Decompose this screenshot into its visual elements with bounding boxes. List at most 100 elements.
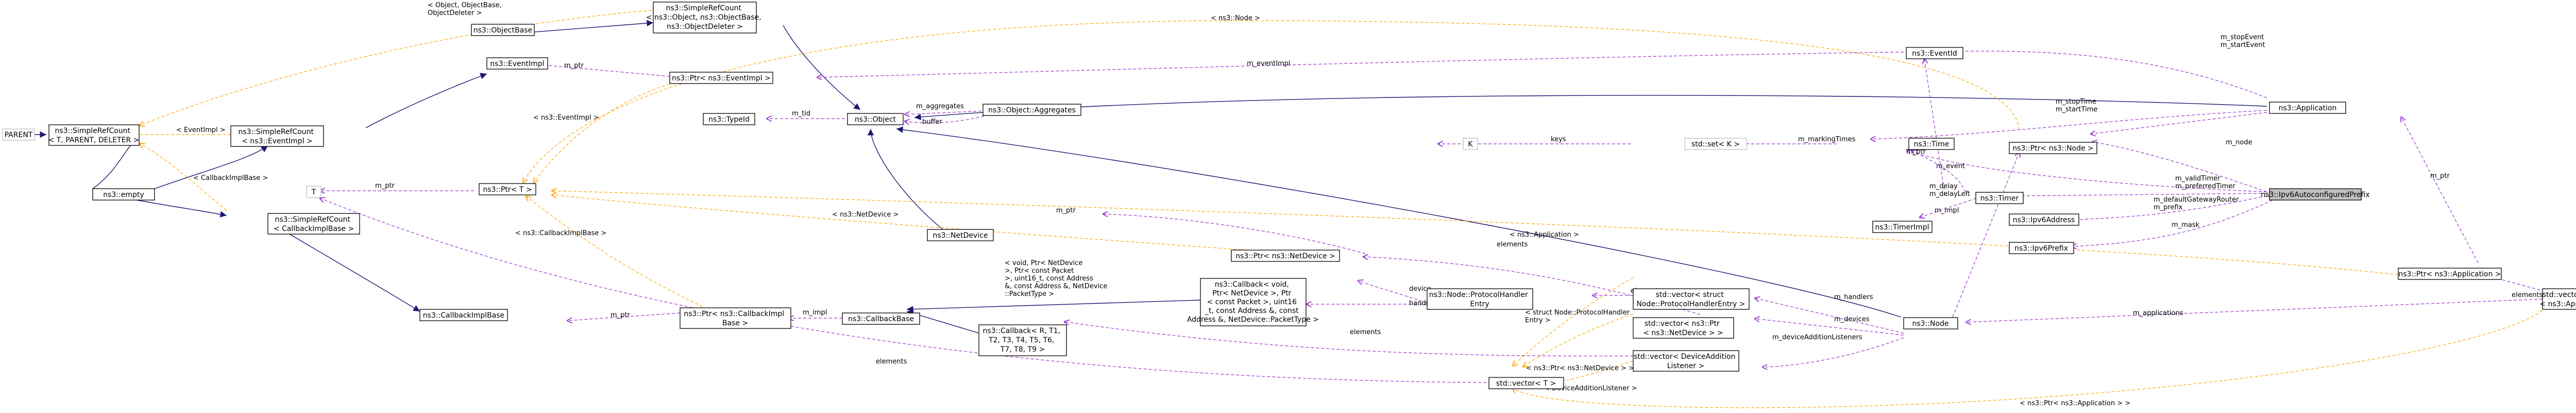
edge-label-m-event: m_event <box>1936 162 1965 170</box>
edge-label-cbimpl-arg: < CallbackImplBase > <box>193 174 268 182</box>
node-ptr-netdevice[interactable]: ns3::Ptr< ns3::NetDevice > <box>1231 250 1340 262</box>
edge-inherit-object-netdevice <box>867 128 943 230</box>
node-simplerefcount-callback[interactable]: ns3::SimpleRefCount < CallbackImplBase > <box>267 213 360 235</box>
node-vector-t[interactable]: std::vector< T > <box>1488 377 1564 389</box>
edge-use-object-aggregates <box>904 110 997 114</box>
edge-label-m-stoptime: m_stopTime m_startTime <box>2056 98 2098 113</box>
edge-use-timer-ipv6 <box>2012 193 2267 196</box>
edge-label-cb-ptr: < ns3::CallbackImplBase > <box>515 229 606 237</box>
edge-label-srcobj-arg: < Object, ObjectBase, ObjectDeleter > <box>428 2 504 17</box>
edge-use-callback-veclistener <box>1064 322 1701 357</box>
svg-text:ns3::SimpleRefCount <: ns3::SimpleRefCount < T, PARENT, DELETER… <box>48 127 140 144</box>
edge-inherit-empty-srcev <box>154 145 268 189</box>
node-set-k[interactable]: std::set< K > <box>1684 138 1747 150</box>
node-protocolhandlerentry[interactable]: ns3::Node::ProtocolHandler Entry <box>1427 288 1533 310</box>
node-callback-generic[interactable]: ns3::Callback< R, T1, T2, T3, T4, T5, T6… <box>978 324 1067 356</box>
edge-label-listener-arg: < DeviceAdditionListener > <box>1544 385 1637 392</box>
svg-text:ns3::Ptr< ns3::CallbackImpl: ns3::Ptr< ns3::CallbackImpl Base > <box>684 310 786 327</box>
node-timerimpl[interactable]: ns3::TimerImpl <box>1872 221 1933 233</box>
edge-use-vecnd-node <box>1754 319 1904 336</box>
node-ptr-eventimpl[interactable]: ns3::Ptr< ns3::EventImpl > <box>669 72 773 84</box>
edge-label-elements-T: elements <box>876 358 907 366</box>
edge-use-ptrnd-handler <box>1358 280 1428 304</box>
node-ptr-t[interactable]: ns3::Ptr< T > <box>479 183 536 195</box>
node-t[interactable]: T <box>306 186 321 198</box>
svg-text:ns3::SimpleRefCount <: ns3::SimpleRefCount < ns3::Object, ns3::… <box>646 4 764 31</box>
edge-use-ptrnode-ipv6 <box>2092 142 2267 192</box>
node-time[interactable]: ns3::Time <box>1908 138 1955 150</box>
node-empty[interactable]: ns3::empty <box>92 188 155 201</box>
node-application[interactable]: ns3::Application <box>2269 102 2346 114</box>
node-timer[interactable]: ns3::Timer <box>1975 192 2024 204</box>
node-callbackbase[interactable]: ns3::CallbackBase <box>842 312 920 325</box>
edge-tmpl-ptrev <box>533 84 670 183</box>
node-aggregates[interactable]: ns3::Object::Aggregates <box>982 104 1081 116</box>
node-callback-netdevice[interactable]: ns3::Callback< void, Ptr< NetDevice >, P… <box>1187 278 1319 326</box>
node-vector-deviceadditionlistener[interactable]: std::vector< DeviceAddition Listener > <box>1633 350 1739 372</box>
edge-label-keys: keys <box>1551 136 1566 143</box>
node-node[interactable]: ns3::Node <box>1903 317 1958 329</box>
svg-text:ns3::SimpleRefCount <: ns3::SimpleRefCount < ns3::EventImpl > <box>239 128 316 145</box>
node-ipv6-autoconfigured-prefix[interactable]: ns3::Ipv6AutoconfiguredPrefix <box>2261 188 2370 201</box>
edge-inherit-cbbase-callback1 <box>906 300 1201 312</box>
node-simplerefcount-eventimpl[interactable]: ns3::SimpleRefCount < ns3::EventImpl > <box>230 125 324 147</box>
node-vector-ptr-netdevice[interactable]: std::vector< ns3::Ptr < ns3::NetDevice >… <box>1633 317 1734 339</box>
edge-tmpl-srcobj <box>139 10 652 126</box>
node-ipv6address[interactable]: ns3::Ipv6Address <box>2009 213 2079 226</box>
edge-label-m-impl-timer: m_impl <box>1935 207 1959 214</box>
edge-label-m-listener: m_deviceAdditionListeners <box>1772 334 1862 341</box>
node-typeid[interactable]: ns3::TypeId <box>703 113 755 125</box>
edge-label-nd-arg: < ns3::NetDevice > <box>832 211 899 219</box>
node-ptr-application[interactable]: ns3::Ptr< ns3::Application > <box>2398 268 2502 280</box>
edge-label-elements-listener: elements <box>1350 328 1381 336</box>
svg-text:ns3::empty: ns3::empty <box>103 191 144 199</box>
svg-text:ns3::Node::ProtocolHandler: ns3::Node::ProtocolHandler Entry <box>1429 291 1530 308</box>
edge-use-ptrnode-app <box>2090 112 2267 134</box>
node-simplerefcount-base[interactable]: ns3::SimpleRefCount < T, PARENT, DELETER… <box>48 124 140 146</box>
svg-text:ns3::Object: ns3::Object <box>855 115 896 124</box>
edge-tmpl-ptrcb <box>526 196 722 316</box>
edge-use-ptrev-eventid <box>817 52 1904 77</box>
edge-use-eventid-timer <box>1924 58 1945 195</box>
node-vector-protocolhandlerentry[interactable]: std::vector< struct Node::ProtocolHandle… <box>1633 288 1750 310</box>
node-object[interactable]: ns3::Object <box>847 113 904 125</box>
svg-text:ns3::Ptr< ns3::EventImpl >: ns3::Ptr< ns3::EventImpl > <box>672 74 771 82</box>
edge-use-T-vecT <box>319 198 1497 383</box>
edge-label-m-markingtimes: m_markingTimes <box>1798 136 1856 143</box>
svg-text:std::vector< struct N: std::vector< struct Node::ProtocolHandle… <box>1637 291 1745 308</box>
node-eventid[interactable]: ns3::EventId <box>1906 47 1963 59</box>
edge-use-netdevice-ptrnd <box>1103 214 1366 254</box>
edge-label-evimpl-ptr: < ns3::EventImpl > <box>533 114 599 122</box>
svg-text:ns3::EventId: ns3::EventId <box>1912 49 1957 58</box>
edge-label-elements-nd: elements <box>1497 241 1528 249</box>
svg-text:ns3::CallbackImplBase: ns3::CallbackImplBase <box>423 311 505 320</box>
svg-text:ns3::Ipv6AutoconfiguredPrefix: ns3::Ipv6AutoconfiguredPrefix <box>2261 191 2369 199</box>
node-ipv6prefix[interactable]: ns3::Ipv6Prefix <box>2009 242 2074 254</box>
edge-label-m-stopevent: m_stopEvent m_startEvent <box>2221 34 2266 49</box>
svg-text:ns3::Ptr< ns3::NetDevice >: ns3::Ptr< ns3::NetDevice > <box>1235 252 1335 260</box>
edge-label-m-gateway: m_defaultGatewayRouter m_prefix <box>2154 196 2241 211</box>
node-netdevice[interactable]: ns3::NetDevice <box>927 229 994 241</box>
svg-text:T: T <box>311 188 316 196</box>
edge-inherit-srccb-cbimplbase <box>283 230 420 312</box>
edge-label-ptrapp-arg: < ns3::Ptr< ns3::Application > > <box>2020 400 2130 407</box>
svg-text:ns3::Application: ns3::Application <box>2279 104 2337 112</box>
edge-label-app-arg: < ns3::Application > <box>1510 231 1579 239</box>
node-ptr-callbackimplbase[interactable]: ns3::Ptr< ns3::CallbackImpl Base > <box>680 307 791 329</box>
node-objectbase[interactable]: ns3::ObjectBase <box>471 24 535 36</box>
node-simplerefcount-object[interactable]: ns3::SimpleRefCount < ns3::Object, ns3::… <box>646 2 764 34</box>
node-vector-ptr-application[interactable]: std::vector< ns3::Ptr < ns3::Application… <box>2539 288 2576 310</box>
svg-text:ns3::Object::Aggregates: ns3::Object::Aggregates <box>988 106 1076 114</box>
svg-text:std::vector< ns3::Ptr: std::vector< ns3::Ptr < ns3::NetDevice >… <box>1643 320 1723 337</box>
edge-inherit-objectbase-srcobj <box>521 20 654 34</box>
svg-text:ns3::Time: ns3::Time <box>1914 140 1950 148</box>
node-parent[interactable]: PARENT <box>2 128 35 141</box>
edge-use-app-ptrapp <box>2401 117 2479 263</box>
node-callbackimplbase[interactable]: ns3::CallbackImplBase <box>419 309 508 321</box>
node-ptr-node[interactable]: ns3::Ptr< ns3::Node > <box>2009 142 2097 154</box>
edge-label-buffer: buffer <box>922 118 942 126</box>
node-eventimpl[interactable]: ns3::EventImpl <box>486 57 548 70</box>
edge-label-node3: < ns3::Node > <box>1211 14 1260 22</box>
node-k[interactable]: K <box>1463 138 1478 150</box>
